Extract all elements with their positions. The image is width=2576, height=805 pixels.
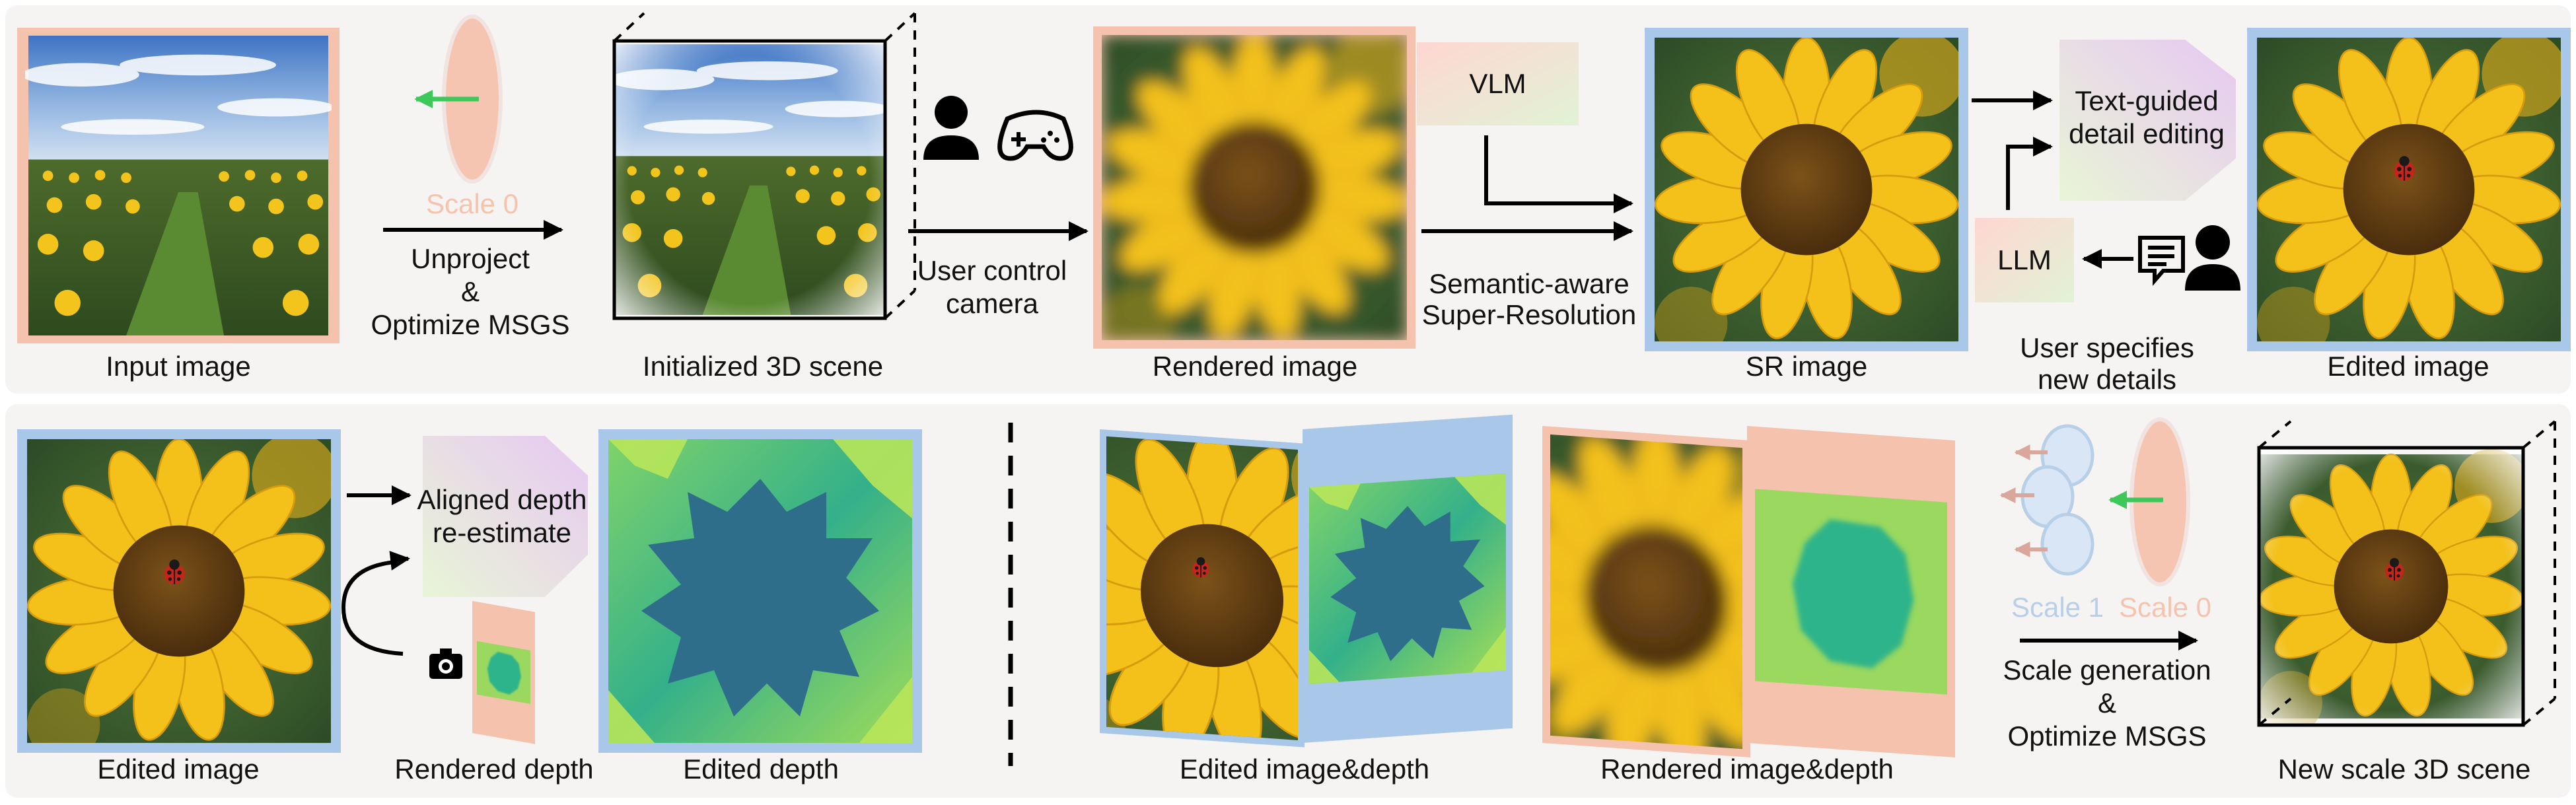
rendered-image-label: Rendered image [1152,351,1358,382]
vlm-box: VLM [1469,67,1526,99]
rendered-image-depth-label: Rendered image&depth [1600,753,1894,785]
edited-image-depth-label: Edited image&depth [1179,753,1430,785]
text-guided-label-1: Text-guided [2075,85,2219,116]
camera-icon [429,648,462,679]
sr-image-label: SR image [1745,351,1868,382]
user-control-label-2: camera [945,288,1039,319]
scale-gen-label-1: Scale generation [2003,654,2211,685]
sr-label-2: Super-Resolution [1421,299,1637,330]
scale-gen-label-3: Optimize MSGS [2007,720,2207,752]
unproject-label-1: Unproject [411,243,530,274]
sr-label-1: Semantic-aware [1429,268,1629,299]
scale0-label-bottom: Scale 0 [2118,592,2212,623]
text-guided-label-2: detail editing [2069,118,2225,149]
unproject-label-2: & [460,276,480,307]
initialized-scene-label: Initialized 3D scene [642,351,884,382]
edited-image-label-top: Edited image [2327,351,2489,382]
user-icon [923,96,979,160]
scale-gen-label-2: & [2097,687,2117,718]
new-scene-label: New scale 3D scene [2277,753,2531,785]
gamepad-icon [997,110,1073,161]
user-icon-2 [2185,225,2240,291]
rendered-depth-label: Rendered depth [394,753,594,785]
input-image-label: Input image [106,351,251,382]
llm-box: LLM [1997,244,2052,275]
unproject-label-3: Optimize MSGS [371,309,570,340]
aligned-depth-label-1: Aligned depth [417,484,587,515]
edited-image-label-bottom: Edited image [97,753,260,785]
user-specifies-label-2: new details [2037,364,2177,395]
aligned-depth-label-2: re-estimate [432,517,572,548]
scale1-label: Scale 1 [2011,592,2104,623]
user-specifies-label-1: User specifies [2020,332,2194,363]
user-control-label-1: User control [917,255,1067,286]
edited-depth-label: Edited depth [683,753,839,785]
scale0-label: Scale 0 [425,188,519,219]
chat-icon [2138,236,2185,287]
